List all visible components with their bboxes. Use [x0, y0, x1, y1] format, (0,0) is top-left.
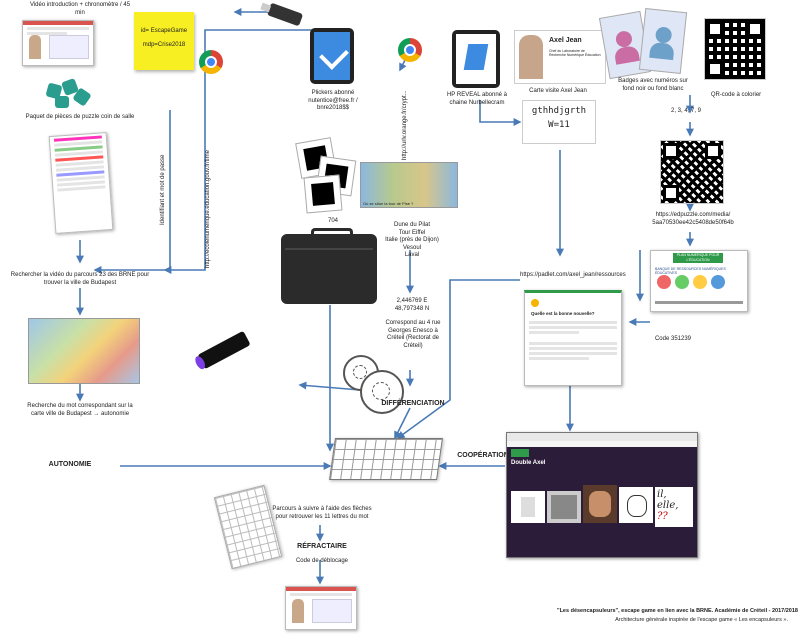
handwritten-line-2: W=11 [548, 119, 570, 130]
postit-password: mdp=Crise2018 [142, 42, 186, 48]
carte-visite-label: Carte visite Axel Jean [529, 88, 587, 94]
number-704-label: 704 [327, 218, 338, 224]
video-intro-label: Vidéo introduction + chronomètre / 45 mi… [29, 2, 131, 16]
padlet-card [547, 491, 581, 523]
card-question: ?? [657, 511, 668, 522]
address-label: Correspond au 4 rue Georges Enesco à Cré… [385, 320, 441, 349]
business-card: Axel Jean Chef du Laboratoire de Recherc… [514, 30, 606, 84]
autonomie-label: AUTONOMIE [48, 461, 92, 468]
double-axel-screenshot: Double Axel il, elle, ?? [506, 432, 698, 558]
code-deblocage-label: Code de déblocage [295, 558, 349, 564]
plickers-tablet-icon [310, 28, 354, 84]
deblocage-video-screenshot [285, 586, 357, 630]
numbers-label: 2, 3, 4, 7, 9 [670, 108, 702, 114]
qr-code-edpuzzle [660, 140, 724, 204]
identifiant-label: Identifiant et mot de passe [160, 154, 166, 225]
puzzle-pieces-icon [45, 78, 95, 110]
chrome-icon [398, 38, 422, 62]
parcours-document [48, 132, 114, 234]
chrome-icon [199, 50, 223, 74]
padlet-card-text: il, elle, ?? [655, 487, 693, 527]
card-name: Axel Jean [549, 37, 582, 44]
card-title: Chef du Laboratoire de Recherche Numériq… [549, 49, 601, 58]
double-axel-title: Double Axel [511, 460, 546, 466]
hp-reveal-tablet-icon [452, 30, 500, 88]
banque-title: BANQUE DE RESSOURCES NUMÉRIQUES ÉDUCATIV… [655, 267, 726, 275]
footer-subtitle: Architecture générale inspirée de l'esca… [615, 617, 788, 623]
padlet-screenshot: Quelle est la bonne nouvelle? [524, 290, 622, 386]
card-elle: elle, [657, 500, 679, 511]
postit-id: id= EscapeGame [140, 28, 188, 34]
plickers-label: Plickers abonné nutentice@free.fr / bnre… [308, 90, 358, 111]
footer-title: "Les désencapsuleurs", escape game en li… [556, 608, 798, 614]
qr-colorier-label: QR-code à colorier [710, 92, 762, 98]
qr-code-colorier [704, 18, 766, 80]
differenciation-label: DIFFÉRENCIATION [381, 400, 445, 407]
plan-numerique-banner: PLAN NUMÉRIQUE POUR L'ÉDUCATION [673, 253, 723, 263]
locked-case [281, 228, 377, 304]
video-intro-screenshot [22, 20, 94, 66]
edpuzzle-label: https://edpuzzle.com/media/ 5aa70530ee42… [652, 212, 734, 226]
cipher-wheel [360, 370, 404, 414]
handwritten-line-1: gthhdjgrth [531, 106, 587, 116]
code-351239-label: Code 351239 [654, 336, 692, 342]
puzzle-label: Paquet de pièces de puzzle coin de salle [25, 114, 135, 120]
padlet-card [619, 487, 653, 523]
handwritten-note: gthhdjgrth W=11 [522, 100, 596, 144]
europe-map [28, 318, 140, 384]
badge-card [638, 7, 688, 75]
padlet-url-label: https://padlet.com/axel_jean/ressources [520, 272, 626, 278]
rechercher-video-label: Rechercher la vidéo du parcours 23 des B… [10, 272, 150, 286]
padlet-question: Quelle est la bonne nouvelle? [531, 311, 595, 316]
crossword-grid [329, 438, 443, 480]
cooperation-label: COOPÉRATION [457, 452, 509, 459]
badges-label: Badges avec numéros sur fond noir ou fon… [618, 78, 688, 92]
hp-reveal-label: HP REVEAL abonné à chaine Nurbellecram [446, 92, 508, 106]
refractaire-label: RÉFRACTAIRE [297, 543, 347, 550]
map-caption: Où se situe la tour de Pise ? [363, 201, 414, 206]
places-label: Dune du Pilat Tour Eiffel Italie (près d… [385, 222, 439, 258]
padlet-card [511, 491, 545, 523]
recherche-mot-label: Recherche du mot correspondant sur la ca… [27, 403, 133, 417]
parcours-label: Parcours à suivre à l'aide des flèches p… [272, 506, 372, 520]
plickers-card [303, 174, 343, 214]
education-url-label: http://ecolenumerique.education.gouv.fr/… [205, 150, 211, 268]
coords-label: 2,446769 E 48,797348 N [394, 298, 430, 312]
card-il: il, [657, 489, 667, 500]
credentials-postit: id= EscapeGame mdp=Crise2018 [134, 12, 194, 70]
brne-screenshot: PLAN NUMÉRIQUE POUR L'ÉDUCATION BANQUE D… [650, 250, 748, 312]
world-map: Où se situe la tour de Pise ? [360, 162, 458, 208]
padlet-card [583, 485, 617, 523]
crypt-url-label: http://urlv.orange.fr/crypt... [402, 90, 408, 160]
